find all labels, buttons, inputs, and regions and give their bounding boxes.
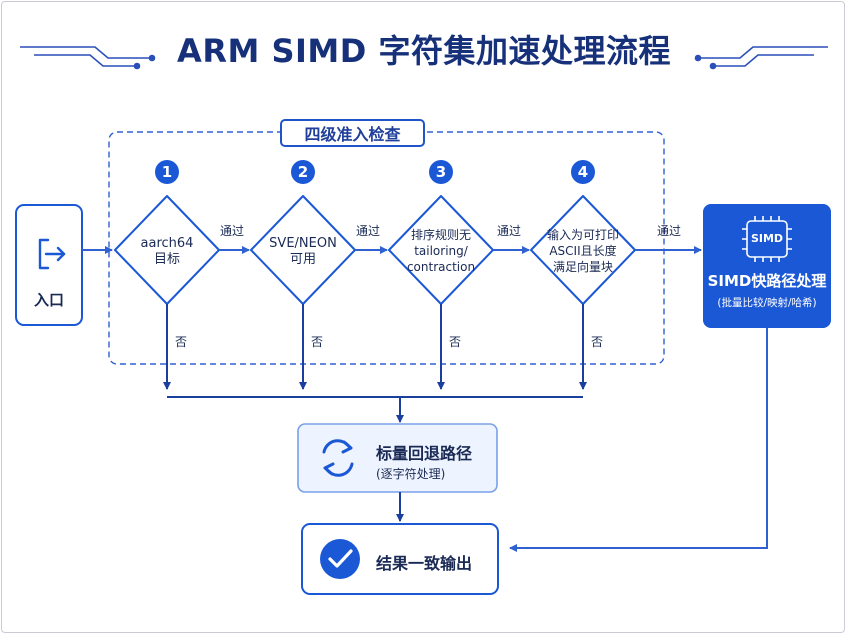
check-1-text: aarch64 目标 <box>119 236 215 268</box>
simd-path-subtitle: (批量比较/映射/哈希) <box>717 297 817 309</box>
refresh-icon <box>322 439 354 477</box>
check-number-badge-1: 1 <box>155 160 179 184</box>
pass-label-1: 通过 <box>220 224 245 238</box>
check-2-line-1: SVE/NEON <box>269 236 337 251</box>
simd-path-title: SIMD快路径处理 <box>707 272 827 290</box>
simd-fast-path-node[interactable] <box>703 204 831 328</box>
check-4-line-3: 满足向量块 <box>552 260 613 274</box>
scalar-fallback-node[interactable] <box>297 423 498 493</box>
fail-label-2: 否 <box>311 335 324 349</box>
arrow-simd-to-result <box>509 328 768 552</box>
entry-node[interactable] <box>15 204 83 326</box>
result-title: 结果一致输出 <box>376 554 473 573</box>
fallback-subtitle: (逐字符处理) <box>376 467 446 481</box>
fallback-title: 标量回退路径 <box>376 444 473 463</box>
check-2-text: SVE/NEON 可用 <box>255 236 351 268</box>
chip-label: SIMD <box>750 232 784 245</box>
check-1-line-2: 目标 <box>153 252 180 267</box>
exit-arrow-icon <box>38 238 66 270</box>
check-4-line-2: ASCII且长度 <box>549 244 617 258</box>
entry-label: 入口 <box>33 291 64 309</box>
result-output-node[interactable] <box>301 523 499 595</box>
pass-label-3: 通过 <box>497 224 522 238</box>
pass-label-2: 通过 <box>356 224 381 238</box>
check-1-line-1: aarch64 <box>140 236 194 251</box>
check-2-line-2: 可用 <box>289 252 316 267</box>
fail-label-3: 否 <box>449 335 462 349</box>
title-circuit-decoration-left <box>20 46 156 70</box>
check-4-line-1: 输入为可打印 <box>546 228 619 242</box>
check-circle-icon <box>320 539 360 579</box>
check-3-line-2: tailoring/ <box>414 244 468 258</box>
title-circuit-decoration-right <box>694 46 828 70</box>
check-3-text: 排序规则无 tailoring/ contraction <box>393 227 489 275</box>
check-3-line-1: 排序规则无 <box>410 228 471 242</box>
fail-label-4: 否 <box>591 335 604 349</box>
fail-label-1: 否 <box>175 335 188 349</box>
check-number-badge-4: 4 <box>571 160 595 184</box>
chip-icon <box>742 216 792 262</box>
check-3-line-3: contraction <box>406 260 476 274</box>
stage-group-label: 四级准入检查 <box>280 119 425 147</box>
check-4-text: 输入为可打印 ASCII且长度 满足向量块 <box>535 227 631 275</box>
page-title: ARM SIMD 字符集加速处理流程 <box>177 32 671 70</box>
pass-label-4: 通过 <box>657 224 682 238</box>
fail-lines <box>163 304 587 398</box>
check-number-badge-2: 2 <box>291 160 315 184</box>
check-number-badge-3: 3 <box>429 160 453 184</box>
